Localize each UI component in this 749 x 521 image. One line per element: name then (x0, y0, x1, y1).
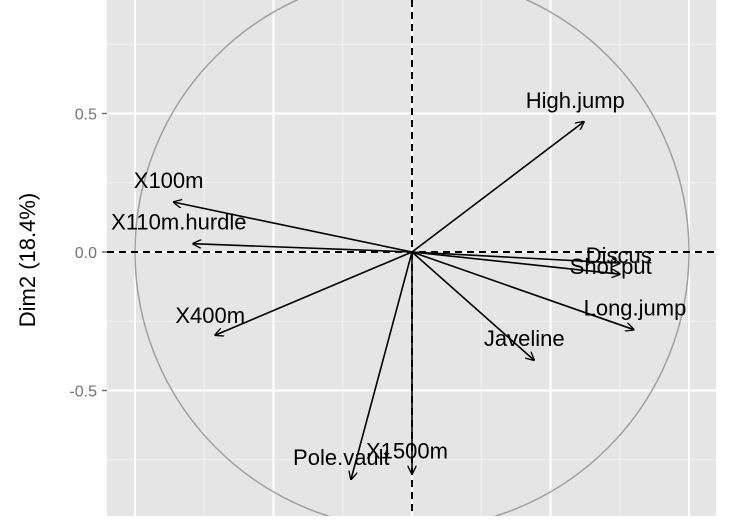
arrow-x400m (215, 251, 413, 335)
arrow-high-jump (411, 122, 584, 253)
label-long-jump: Long.jump (584, 296, 687, 321)
arrow-javeline (411, 251, 534, 360)
label-javeline: Javeline (484, 326, 565, 351)
arrow-x110m-hurdle (193, 244, 413, 253)
arrow-x100m (174, 202, 413, 253)
label-shot-put: Shot.put (570, 254, 652, 279)
label-x110m-hurdle: X110m.hurdle (111, 210, 246, 235)
label-discus: Discus (586, 243, 652, 268)
y-axis-title: Dim2 (18.4%) (15, 192, 41, 328)
label-x400m: X400m (175, 303, 245, 328)
y-tick-label: 0.0 (75, 245, 97, 262)
label-pole-vault: Pole.vault (293, 445, 390, 470)
y-tick-label: -0.5 (69, 384, 97, 401)
arrow-pole-vault (351, 251, 413, 479)
y-axis-title-wrap: Dim2 (18.4%) (8, 110, 48, 410)
label-high-jump: High.jump (526, 88, 625, 113)
y-tick-label: 0.5 (75, 107, 97, 124)
arrow-discus (411, 251, 620, 263)
arrow-long-jump (411, 251, 634, 330)
arrow-shot-put (411, 251, 620, 274)
label-x1500m: X1500m (366, 439, 448, 464)
label-x100m: X100m (134, 168, 204, 193)
